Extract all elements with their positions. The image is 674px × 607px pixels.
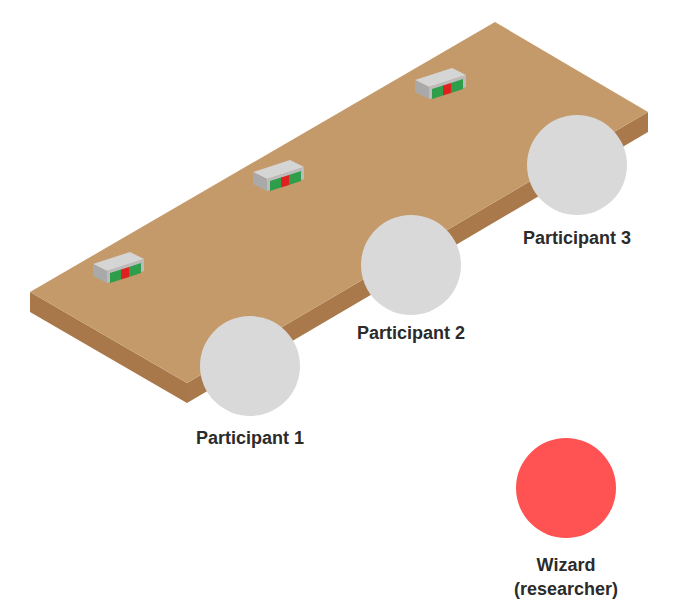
- circle-fill: [516, 438, 616, 538]
- circle-fill: [527, 115, 627, 215]
- circle-shape: [331, 215, 491, 315]
- node-label: Participant 1: [170, 426, 330, 450]
- circle-fill: [200, 316, 300, 416]
- circle-fill: [361, 215, 461, 315]
- device-box: [415, 68, 466, 99]
- node-label: Participant 2: [331, 321, 491, 345]
- device-box: [93, 252, 144, 283]
- node-label: Participant 3: [497, 226, 657, 250]
- circle-shape: [503, 438, 629, 538]
- node-label: Wizard (researcher): [503, 553, 629, 601]
- table-top: [30, 22, 648, 383]
- device-box: [253, 160, 304, 191]
- circle-shape: [497, 115, 657, 215]
- participant-circle: Participant 2: [331, 215, 491, 347]
- circle-shape: [170, 316, 330, 416]
- participant-circle: Participant 3: [497, 115, 657, 252]
- participant-circle: Participant 1: [170, 316, 330, 452]
- researcher-circle: Wizard (researcher): [503, 438, 629, 603]
